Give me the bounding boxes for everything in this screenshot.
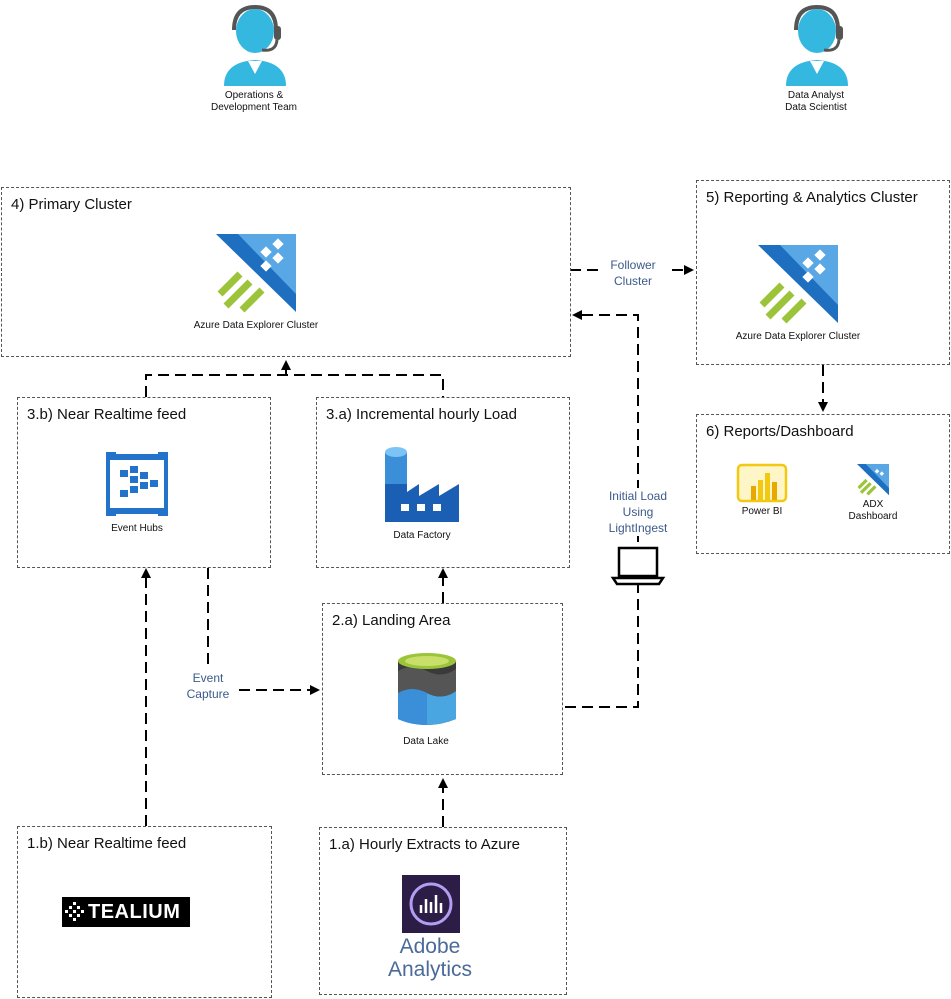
power-bi-label: Power BI	[741, 506, 783, 517]
near-realtime-feed-1b-title: 1.b) Near Realtime feed	[27, 835, 187, 852]
adobe-analytics-logo-text: Adobe Analytics	[380, 935, 480, 981]
reporting-cluster-box: 5) Reporting & Analytics Cluster	[696, 180, 950, 365]
event-capture-label: Event Capture	[178, 670, 238, 702]
tealium-logo-text: TEALIUM	[88, 900, 181, 923]
initial-load-line1: Initial Load	[608, 489, 668, 503]
azure-data-explorer-icon	[758, 245, 838, 324]
landing-area-title: 2.a) Landing Area	[332, 612, 451, 629]
arrow-3b-to-primary	[145, 374, 444, 397]
initial-load-line3: LightIngest	[608, 521, 668, 535]
data-factory-icon	[385, 447, 459, 522]
data-lake-label: Data Lake	[403, 736, 449, 747]
near-realtime-feed-3b-title: 3.b) Near Realtime feed	[27, 406, 187, 423]
power-bi-icon	[736, 463, 788, 503]
data-lake-icon	[398, 653, 456, 725]
event-hubs-label: Event Hubs	[111, 523, 163, 534]
persona-ops-line2: Development Team	[211, 102, 297, 113]
adobe-analytics-line1: Adobe	[399, 935, 461, 958]
near-realtime-feed-3b-box: 3.b) Near Realtime feed	[17, 397, 271, 568]
adobe-analytics-line2: Analytics	[387, 958, 473, 981]
event-hubs-icon	[106, 452, 168, 516]
incremental-load-title: 3.a) Incremental hourly Load	[326, 406, 517, 423]
tealium-mark-icon	[65, 902, 84, 921]
persona-analyst-line2: Data Scientist	[785, 102, 847, 113]
adx-dashboard-label-line1: ADX	[862, 499, 884, 510]
reports-dashboard-title: 6) Reports/Dashboard	[706, 423, 854, 440]
initial-load-label: Initial Load Using LightIngest	[598, 488, 678, 536]
data-factory-label: Data Factory	[393, 530, 451, 541]
adx-dashboard-label: ADX Dashboard	[833, 499, 913, 523]
adobe-analytics-icon	[402, 875, 460, 933]
follower-cluster-label: Follower Cluster	[600, 257, 666, 289]
reporting-cluster-icon-label: Azure Data Explorer Cluster	[735, 331, 861, 342]
adx-dashboard-icon	[857, 464, 889, 496]
laptop-icon	[610, 546, 666, 586]
primary-cluster-title: 4) Primary Cluster	[11, 196, 132, 213]
azure-data-explorer-icon	[216, 234, 296, 313]
follower-cluster-line1: Follower	[610, 258, 656, 272]
tealium-logo: TEALIUM	[62, 897, 190, 927]
support-agent-icon	[786, 4, 848, 86]
adx-dashboard-label-line2: Dashboard	[848, 511, 898, 522]
incremental-load-box: 3.a) Incremental hourly Load	[316, 397, 570, 568]
hourly-extracts-title: 1.a) Hourly Extracts to Azure	[329, 836, 520, 853]
persona-ops-line1: Operations &	[224, 90, 284, 101]
primary-cluster-icon-label: Azure Data Explorer Cluster	[193, 320, 319, 331]
persona-analyst-line1: Data Analyst	[787, 90, 845, 101]
reports-dashboard-box: 6) Reports/Dashboard	[696, 414, 950, 554]
reporting-cluster-title: 5) Reporting & Analytics Cluster	[706, 189, 918, 206]
initial-load-line2: Using	[622, 505, 654, 519]
follower-cluster-line2: Cluster	[613, 274, 652, 288]
support-agent-icon	[224, 4, 286, 86]
event-capture-line1: Event	[192, 671, 224, 685]
event-capture-line2: Capture	[186, 687, 230, 701]
